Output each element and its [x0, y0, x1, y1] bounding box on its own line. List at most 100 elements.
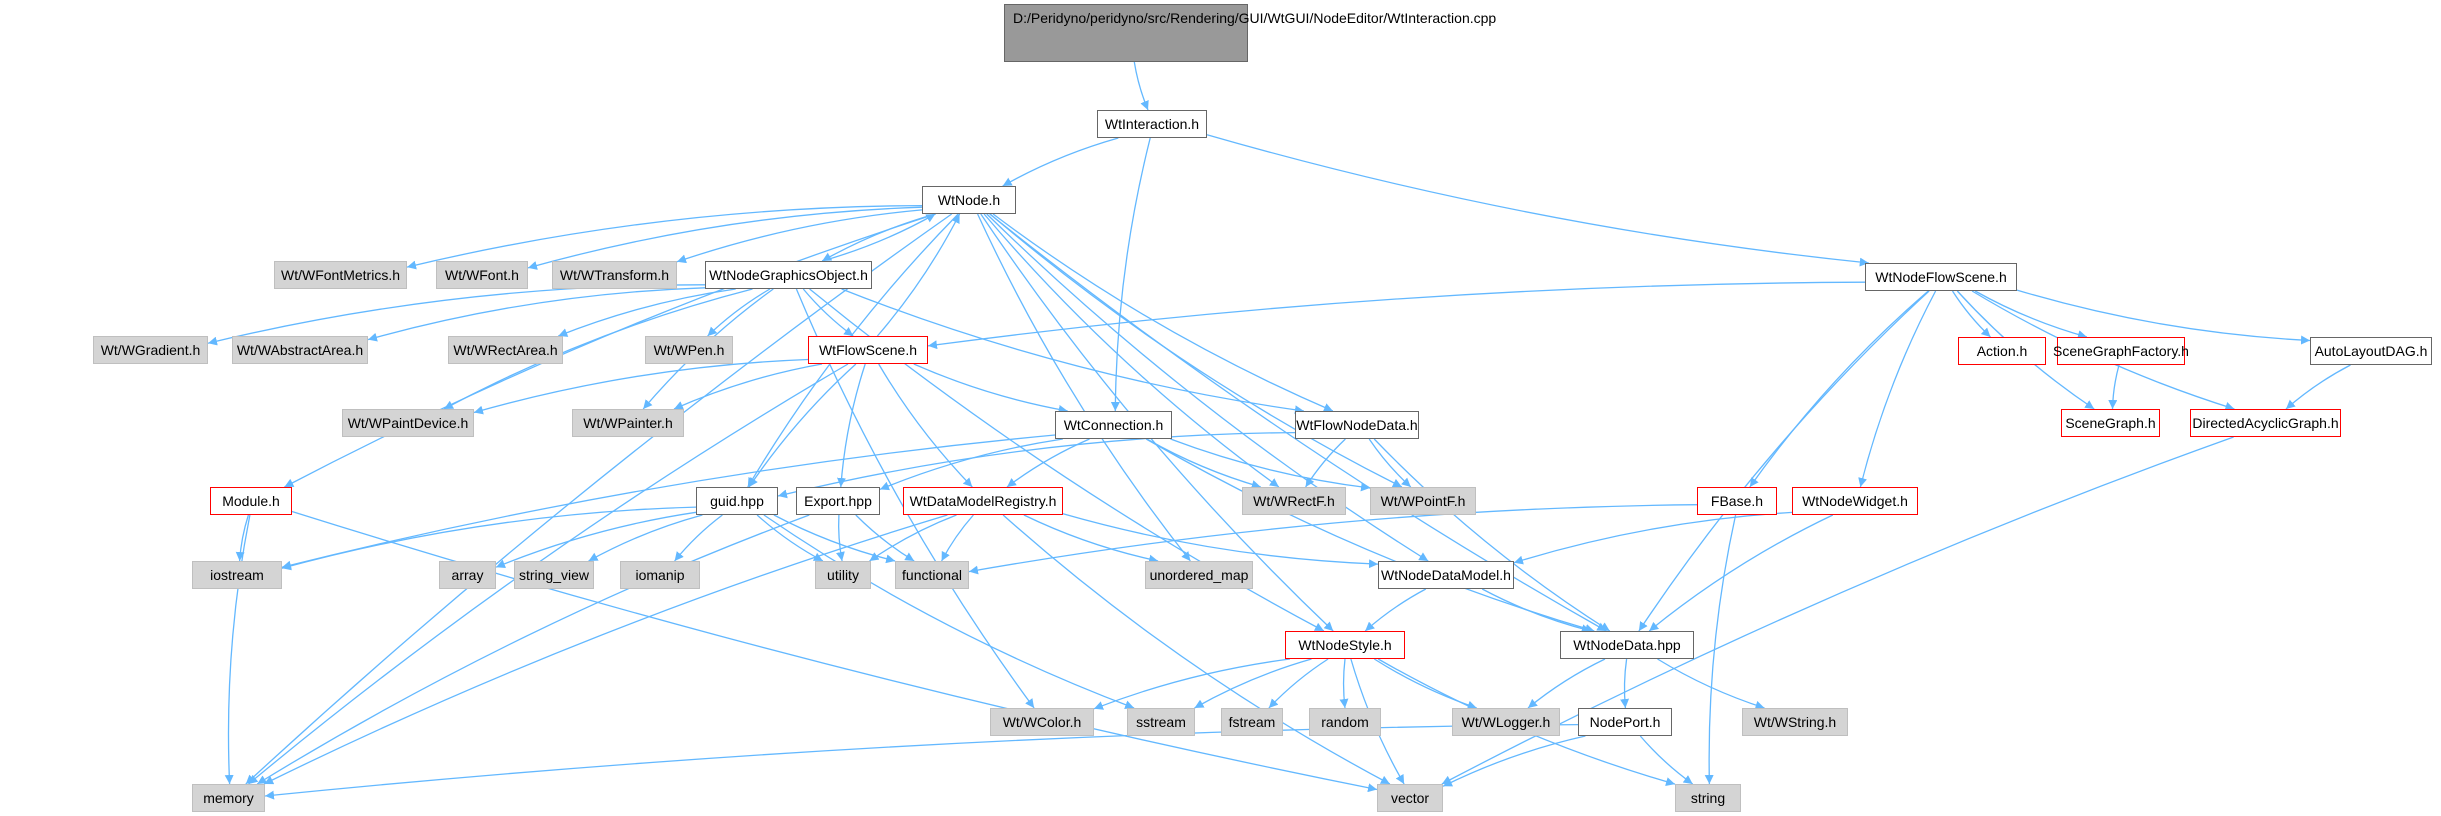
node-wtnodestyle-h[interactable]: WtNodeStyle.h [1285, 631, 1405, 659]
include-edge [1206, 134, 1869, 267]
node-wtnodedatamodel-h[interactable]: WtNodeDataModel.h [1378, 561, 1514, 589]
include-edge [1749, 290, 1929, 488]
node-wtwpaintdevice-h: Wt/WPaintDevice.h [342, 409, 474, 437]
node-guid-hpp[interactable]: guid.hpp [696, 487, 778, 515]
node-string-view: string_view [514, 561, 594, 589]
include-edge [281, 434, 1056, 570]
node-wtflownodedata-h[interactable]: WtFlowNodeData.h [1295, 411, 1419, 439]
include-edge [1657, 658, 1765, 710]
node-wtwcolor-h: Wt/WColor.h [990, 708, 1094, 736]
node-wtwabstractarea-h: Wt/WAbstractArea.h [232, 336, 368, 364]
node-wtwfont-h: Wt/WFont.h [436, 261, 528, 289]
include-edge [406, 204, 923, 270]
include-edge [977, 213, 1191, 562]
include-edge [878, 363, 973, 488]
node-action-h[interactable]: Action.h [1958, 337, 2046, 365]
include-edge [263, 514, 948, 785]
include-edge [763, 514, 1135, 710]
node-wtwtransform-h: Wt/WTransform.h [552, 261, 677, 289]
include-edge [443, 288, 753, 410]
include-edge [822, 213, 936, 262]
node-directedacyclicgraph-h[interactable]: DirectedAcyclicGraph.h [2190, 409, 2341, 437]
include-edge [1133, 61, 1149, 111]
include-edge [777, 431, 1296, 499]
node-wtnodegraphicsobject-h[interactable]: WtNodeGraphicsObject.h [705, 261, 872, 289]
include-edge [773, 514, 896, 564]
include-edge [1062, 513, 1379, 569]
include-edge [1639, 735, 1694, 785]
node-wtwgradient-h: Wt/WGradient.h [93, 336, 208, 364]
include-edge [1481, 588, 1591, 634]
include-edge [989, 213, 1607, 632]
node-random: random [1309, 708, 1381, 736]
node-wtwrectf-h: Wt/WRectF.h [1242, 487, 1346, 515]
node-unordered-map: unordered_map [1145, 561, 1253, 589]
node-wtinteraction-h[interactable]: WtInteraction.h [1097, 110, 1207, 138]
include-edge [707, 288, 771, 337]
include-edge [558, 288, 736, 337]
include-edge [855, 514, 915, 562]
include-edge [2108, 364, 2120, 410]
node-scenegraphfactory-h[interactable]: SceneGraphFactory.h [2053, 337, 2189, 365]
include-edge [968, 504, 1698, 575]
node-export-hpp[interactable]: Export.hpp [796, 487, 880, 515]
node-wtnodewidget-h[interactable]: WtNodeWidget.h [1792, 487, 1918, 515]
include-edge [495, 511, 697, 568]
include-edge [264, 723, 1579, 800]
include-edge [1527, 658, 1606, 709]
include-edge [224, 514, 251, 785]
node-root[interactable]: D:/Peridyno/peridyno/src/Rendering/GUI/W… [1004, 4, 1496, 62]
node-wtflowscene-h[interactable]: WtFlowScene.h [808, 336, 928, 364]
include-edge [1006, 438, 1090, 488]
node-wtwpainter-h: Wt/WPainter.h [572, 409, 684, 437]
include-edge [235, 514, 250, 562]
include-edge [281, 506, 697, 571]
include-edge [836, 363, 866, 488]
node-wtwlogger-h: Wt/WLogger.h [1452, 708, 1560, 736]
include-edge [992, 213, 1334, 412]
include-edge [821, 213, 936, 262]
node-utility: utility [815, 561, 871, 589]
node-vector: vector [1377, 784, 1443, 812]
node-wtconnection-h[interactable]: WtConnection.h [1055, 411, 1172, 439]
include-edge [1093, 658, 1290, 710]
include-edge [291, 510, 1378, 793]
node-wtnodeflowscene-h[interactable]: WtNodeFlowScene.h [1865, 263, 2017, 291]
include-edge [989, 213, 1403, 488]
node-memory: memory [192, 784, 265, 812]
include-edge [367, 287, 706, 342]
node-fbase-h[interactable]: FBase.h [1697, 487, 1777, 515]
node-sstream: sstream [1127, 708, 1195, 736]
node-wtwrectarea-h: Wt/WRectArea.h [448, 336, 563, 364]
include-edge [986, 213, 1429, 562]
node-wtnodedata-hpp[interactable]: WtNodeData.hpp [1560, 631, 1694, 659]
include-edge [1194, 658, 1312, 709]
node-functional: functional [895, 561, 969, 589]
include-edge [983, 213, 1280, 488]
node-iostream: iostream [192, 561, 282, 589]
node-wtdatamodelregistry-h[interactable]: WtDataModelRegistry.h [903, 487, 1063, 515]
node-wtwpen-h: Wt/WPen.h [645, 336, 733, 364]
include-edge [674, 514, 723, 562]
include-edge [802, 288, 854, 337]
include-edge [835, 514, 845, 562]
node-string: string [1675, 784, 1741, 812]
node-scenegraph-h[interactable]: SceneGraph.h [2061, 409, 2160, 437]
node-module-h[interactable]: Module.h [210, 487, 292, 515]
node-nodeport-h[interactable]: NodePort.h [1578, 708, 1672, 736]
include-edge [2016, 289, 2311, 345]
include-edge [1858, 290, 1937, 488]
node-wtnode-h[interactable]: WtNode.h [922, 186, 1016, 214]
include-edge [1170, 438, 1371, 492]
node-wtwpointf-h: Wt/WPointF.h [1370, 487, 1476, 515]
include-edge [1442, 735, 1586, 787]
include-edge [2285, 364, 2351, 410]
include-edge [869, 514, 957, 562]
include-edge [1648, 514, 1834, 632]
include-edge [1023, 514, 1159, 564]
include-edge [1513, 511, 1793, 565]
include-edge [927, 281, 1866, 350]
node-autolayoutdag-h[interactable]: AutoLayoutDAG.h [2310, 337, 2432, 365]
